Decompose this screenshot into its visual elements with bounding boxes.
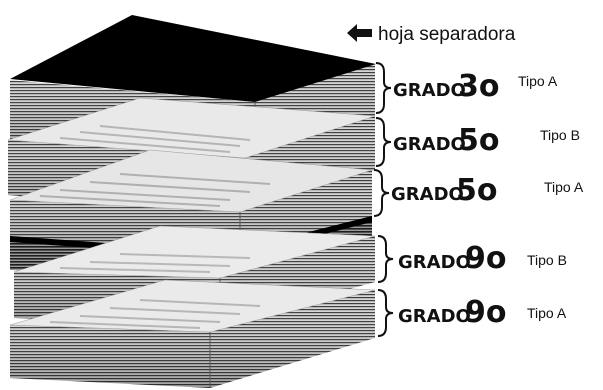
tipo-label: Tipo B — [540, 127, 580, 143]
separator-sheet — [10, 15, 376, 102]
grado-number: 5o — [456, 173, 497, 208]
grado-label: GRADO — [391, 184, 464, 205]
separator-callout: hoja separadora — [347, 24, 516, 45]
brace-icon — [373, 169, 390, 217]
stack-label-5: GRADO 9o Tipo A — [377, 289, 567, 337]
grado-number: 5o — [458, 123, 499, 158]
brace-icon — [377, 235, 394, 283]
brace-icon — [377, 289, 394, 337]
grado-label: GRADO — [393, 134, 466, 155]
grado-number: 9o — [465, 241, 506, 276]
stack-label-4: GRADO 9o Tipo B — [377, 235, 567, 283]
tipo-label: Tipo A — [544, 179, 584, 195]
paper-stack-5 — [9, 279, 376, 388]
brace-icon — [375, 117, 392, 167]
separator-label: hoja separadora — [378, 24, 516, 45]
left-arrow-icon — [347, 24, 372, 42]
tipo-label: Tipo A — [518, 73, 558, 89]
grado-label: GRADO — [398, 306, 471, 327]
grado-label: GRADO — [398, 252, 471, 273]
grado-number: 3o — [458, 69, 499, 104]
grado-label: GRADO — [393, 80, 466, 101]
brace-icon — [375, 62, 392, 114]
tipo-label: Tipo A — [527, 305, 567, 321]
stack-label-1: GRADO 3o Tipo A — [375, 62, 558, 114]
grado-number: 9o — [465, 295, 506, 330]
tipo-label: Tipo B — [527, 252, 567, 268]
stack-label-2: GRADO 5o Tipo B — [375, 117, 580, 167]
stack-label-3: GRADO 5o Tipo A — [373, 169, 584, 217]
